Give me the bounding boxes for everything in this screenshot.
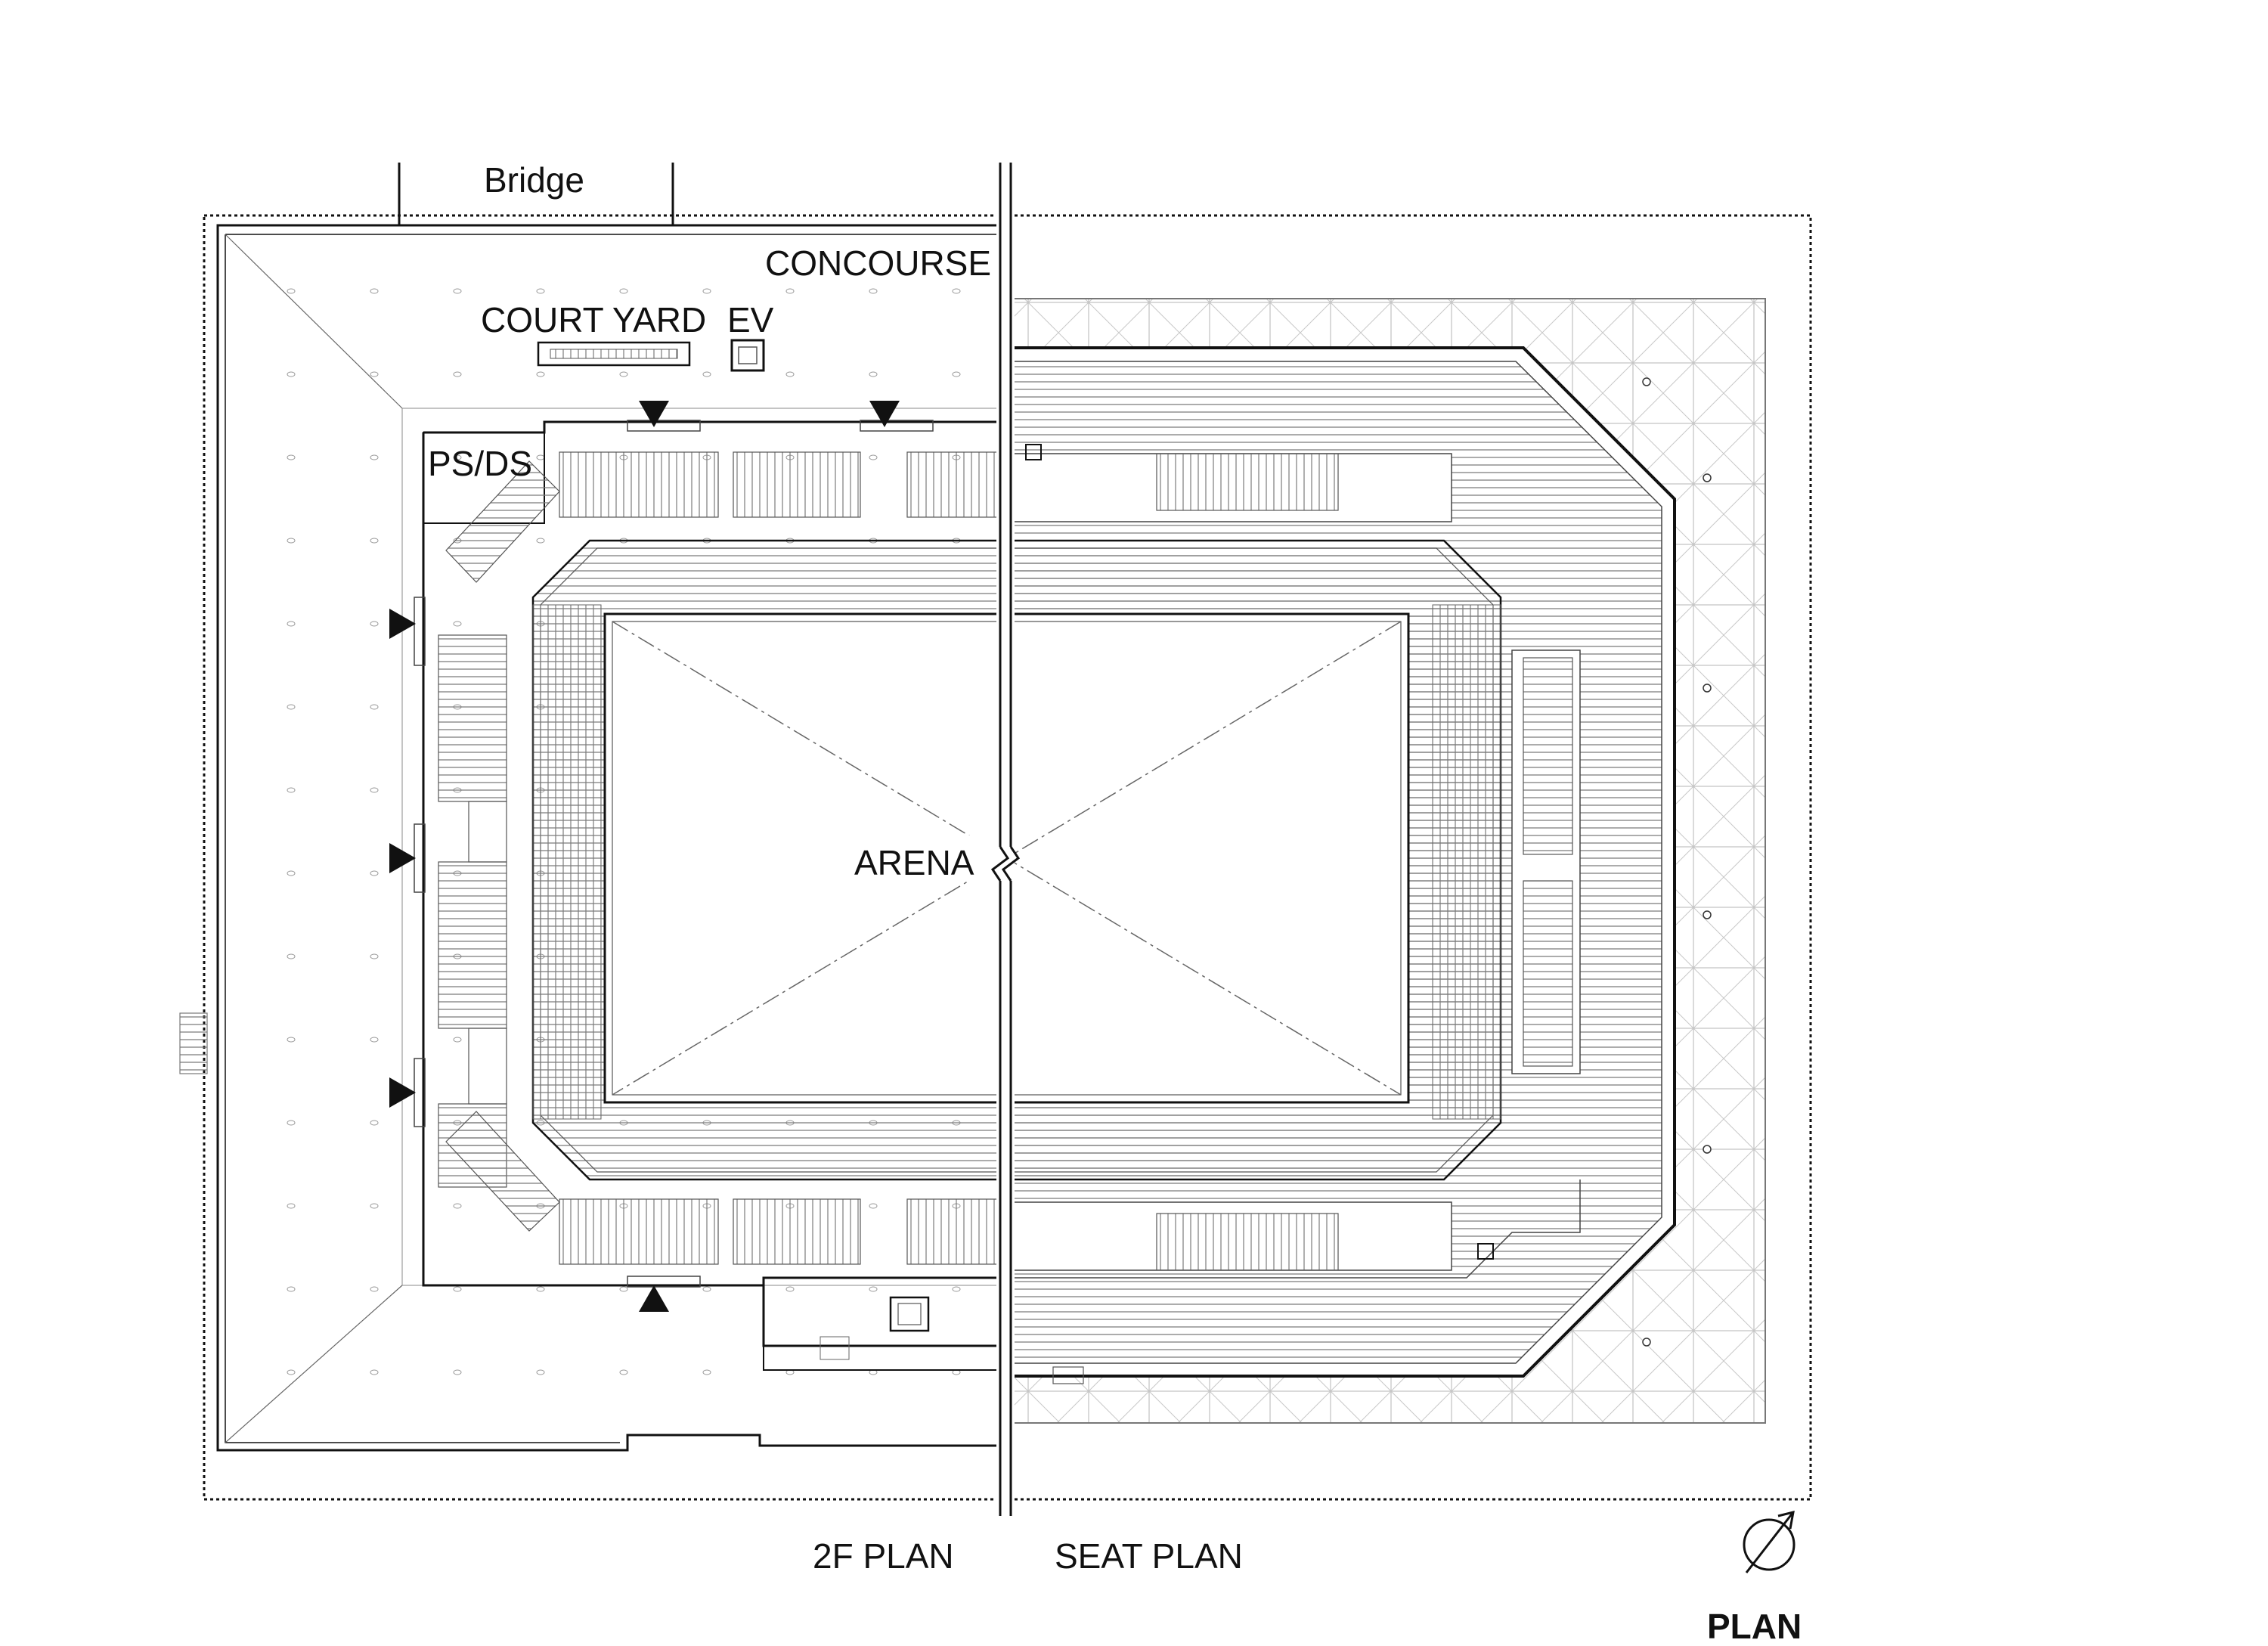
court-yard-pool	[537, 341, 691, 367]
split-line	[990, 163, 1021, 1516]
concourse-label: CONCOURSE	[765, 243, 992, 283]
bridge	[398, 163, 674, 225]
plan-title: PLAN	[1707, 1607, 1802, 1646]
plan-2f-label: 2F PLAN	[813, 1536, 954, 1576]
side-stair	[179, 1012, 208, 1074]
entrance-triangle-icon	[389, 1077, 416, 1108]
arena-label: ARENA	[854, 843, 974, 882]
entrance-markers	[389, 401, 900, 1312]
entrance-triangle-icon	[389, 843, 416, 873]
entrance-triangle-icon	[639, 401, 669, 427]
north-arrow-icon	[1743, 1510, 1796, 1573]
ev-label: EV	[727, 300, 774, 339]
entrance-triangle-icon	[389, 609, 416, 639]
court-yard-label: COURT YARD	[481, 300, 707, 339]
entrance-triangle-icon	[869, 401, 900, 427]
entrance-triangle-icon	[639, 1285, 669, 1312]
seat-plan-label: SEAT PLAN	[1055, 1536, 1243, 1576]
bridge-label: Bridge	[484, 160, 584, 200]
ps-ds-label: PS/DS	[428, 444, 533, 483]
elevator-box	[730, 339, 765, 372]
